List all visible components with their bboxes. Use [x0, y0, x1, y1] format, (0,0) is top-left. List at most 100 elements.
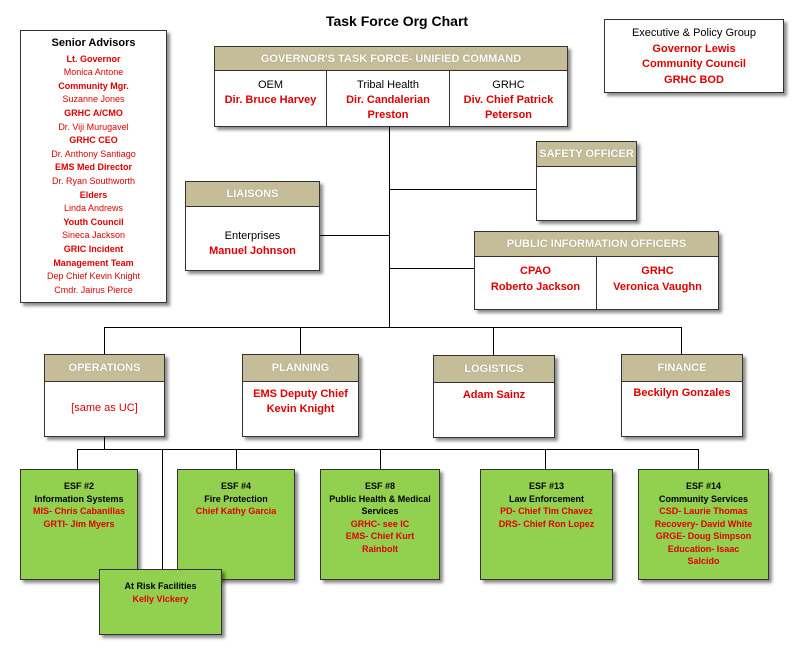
esf14-title: Community Services	[658, 493, 749, 504]
connector-liaisons	[320, 235, 390, 236]
advisor-role: Lt. Governor	[66, 53, 121, 64]
esf14-person: CSD- Laurie Thomas	[659, 506, 748, 516]
liaisons-box: LIAISONS Enterprises Manuel Johnson	[185, 181, 320, 271]
pio-name: Roberto Jackson	[490, 281, 581, 293]
esf2-person: GRTI- Jim Myers	[43, 518, 115, 529]
advisor-role: GRHC A/CMO	[64, 107, 123, 118]
esf14-number: ESF #14	[685, 481, 722, 491]
advisor-name: Monica Antone	[63, 67, 124, 78]
esf13-title: Law Enforcement	[508, 493, 584, 504]
esf4-title: Fire Protection	[204, 493, 268, 504]
esf4-person: Chief Kathy Garcia	[195, 506, 277, 516]
liaisons-header: LIAISONS	[186, 182, 319, 207]
logistics-box: LOGISTICS Adam Sainz	[433, 355, 555, 438]
connector-plan-drop	[300, 327, 301, 354]
liaisons-name: Manuel Johnson	[209, 245, 296, 257]
logistics-body: Adam Sainz	[462, 389, 526, 401]
planning-box: PLANNING EMS Deputy Chief Kevin Knight	[242, 354, 359, 437]
advisor-name: Linda Andrews	[63, 203, 124, 214]
advisor-name: Dep Chief Kevin Knight	[46, 271, 141, 282]
esf8-number: ESF #8	[364, 481, 395, 491]
chart-title: Task Force Org Chart	[325, 13, 469, 29]
connector-esf4-drop	[236, 449, 237, 469]
advisor-role: Community Mgr.	[58, 80, 129, 91]
logistics-header: LOGISTICS	[434, 356, 554, 383]
advisor-role: Youth Council	[63, 216, 124, 227]
safety-officer-box: SAFETY OFFICER	[536, 141, 637, 221]
pio-header: PUBLIC INFORMATION OFFICERS	[475, 232, 718, 257]
unified-command-box: GOVERNOR'S TASK FORCE- UNIFIED COMMAND O…	[214, 46, 568, 127]
pio-org: GRHC	[641, 265, 674, 277]
command-cell-oem: OEM Dir. Bruce Harvey	[215, 71, 327, 127]
advisor-name: Sineca Jackson	[61, 230, 126, 241]
planning-header: PLANNING	[243, 355, 358, 382]
pio-org: CPAO	[520, 265, 551, 277]
advisor-role: GRIC Incident Management Team	[53, 243, 134, 268]
esf14-person: Recovery- David White	[654, 518, 753, 529]
connector-esf14-drop	[698, 449, 699, 469]
senior-advisors-heading: Senior Advisors	[51, 37, 136, 49]
executive-policy-box: Executive & Policy Group Governor Lewis …	[604, 19, 784, 93]
connector-esf13-drop	[545, 449, 546, 469]
advisor-name: Cmdr. Jairus Pierce	[54, 284, 133, 295]
executive-heading: Executive & Policy Group	[631, 27, 757, 39]
connector-pio	[389, 268, 474, 269]
safety-officer-header: SAFETY OFFICER	[537, 142, 636, 167]
operations-header: OPERATIONS	[45, 355, 164, 382]
esf13-person: DRS- Chief Ron Lopez	[498, 518, 595, 529]
finance-box: FINANCE Beckilyn Gonzales	[621, 354, 743, 437]
esf14-person: Education- Isaac Salcido	[667, 543, 740, 567]
operations-box: OPERATIONS [same as UC]	[44, 354, 165, 437]
at-risk-title: At Risk Facilities	[124, 581, 197, 591]
esf13-box: ESF #13 Law Enforcement PD- Chief Tim Ch…	[480, 469, 613, 580]
executive-member: GRHC BOD	[664, 73, 724, 86]
advisor-role: GRHC CEO	[69, 135, 118, 146]
command-name: Dir. Candalerian Preston	[346, 94, 430, 121]
command-cell-grhc: GRHC Div. Chief Patrick Peterson	[450, 71, 567, 127]
operations-body: [same as UC]	[71, 402, 138, 414]
at-risk-facilities-box: At Risk Facilities Kelly Vickery	[99, 569, 222, 635]
command-name: Div. Chief Patrick Peterson	[463, 94, 554, 121]
connector-fin-drop	[681, 327, 682, 354]
connector-ops-down	[104, 436, 105, 450]
esf8-person: GRHC- see IC	[350, 518, 410, 529]
command-org: GRHC	[492, 79, 525, 91]
advisor-name: Dr. Ryan Southworth	[51, 175, 136, 186]
liaisons-org: Enterprises	[224, 230, 281, 242]
connector-safety	[389, 189, 536, 190]
esf2-number: ESF #2	[63, 481, 94, 491]
esf13-number: ESF #13	[528, 481, 565, 491]
command-name: Dir. Bruce Harvey	[224, 94, 317, 106]
esf13-person: PD- Chief Tim Chavez	[500, 506, 593, 516]
esf8-person: EMS- Chief Kurt Rainbolt	[345, 531, 415, 554]
unified-command-header: GOVERNOR'S TASK FORCE- UNIFIED COMMAND	[215, 47, 567, 71]
pio-box: PUBLIC INFORMATION OFFICERS CPAO Roberto…	[474, 231, 719, 310]
command-org: Tribal Health	[357, 79, 419, 91]
at-risk-name: Kelly Vickery	[132, 594, 189, 604]
esf8-title: Public Health & Medical Services	[329, 493, 431, 517]
advisor-role: Elders	[79, 189, 108, 200]
connector-ops-drop	[104, 327, 105, 354]
liaisons-body: Enterprises Manuel Johnson	[186, 207, 319, 259]
pio-name: Veronica Vaughn	[613, 281, 702, 293]
planning-body: EMS Deputy Chief Kevin Knight	[253, 388, 348, 415]
esf8-box: ESF #8 Public Health & Medical Services …	[320, 469, 440, 580]
senior-advisors-box: Senior Advisors Lt. Governor Monica Anto…	[20, 30, 167, 303]
advisor-name: Dr. Anthony Santiago	[51, 148, 136, 159]
connector-main-vertical	[389, 126, 390, 328]
connector-esf8-drop	[380, 449, 381, 469]
connector-atrisk	[162, 449, 163, 569]
advisor-name: Dr. Viji Murugavel	[58, 121, 129, 132]
esf14-box: ESF #14 Community Services CSD- Laurie T…	[638, 469, 769, 580]
advisor-name: Suzanne Jones	[62, 94, 125, 105]
connector-esf-horizontal	[77, 449, 699, 450]
esf4-box: ESF #4 Fire Protection Chief Kathy Garci…	[177, 469, 295, 580]
finance-body: Beckilyn Gonzales	[633, 387, 731, 399]
connector-log-drop	[493, 327, 494, 355]
esf4-number: ESF #4	[220, 481, 251, 491]
pio-cell-grhc: GRHC Veronica Vaughn	[597, 257, 718, 309]
executive-member: Governor Lewis	[652, 42, 736, 55]
command-cell-tribal-health: Tribal Health Dir. Candalerian Preston	[327, 71, 450, 127]
advisor-role: EMS Med Director	[54, 162, 132, 173]
esf2-box: ESF #2 Information Systems MIS- Chris Ca…	[20, 469, 138, 580]
